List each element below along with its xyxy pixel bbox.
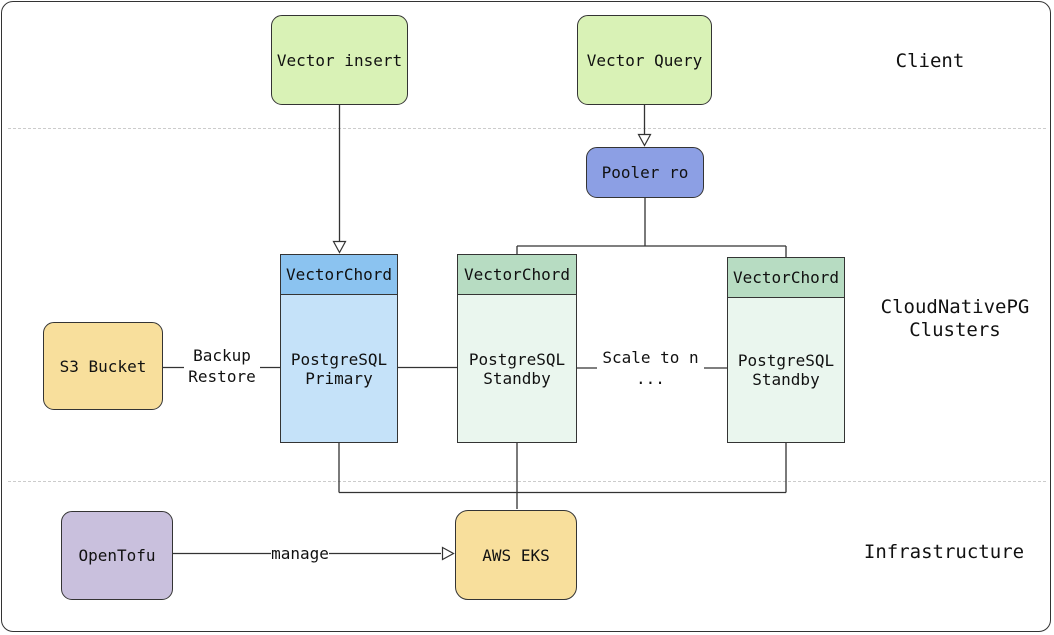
node-postgresql-standby-1: VectorChord PostgreSQL Standby: [457, 254, 577, 443]
node-primary-body: PostgreSQL Primary: [281, 295, 397, 442]
node-vector-query-label: Vector Query: [586, 50, 703, 70]
section-label-client: Client: [895, 50, 965, 72]
node-s3-bucket-label: S3 Bucket: [59, 356, 147, 376]
arrowhead-icon-into-eks: [441, 546, 455, 561]
edge-label-manage: manage: [271, 543, 329, 564]
section-label-cloudnativepg-clusters: CloudNativePG Clusters: [880, 296, 1030, 341]
node-vector-query: Vector Query: [577, 15, 712, 105]
section-label-infrastructure: Infrastructure: [863, 541, 1025, 563]
node-pooler-ro: Pooler ro: [586, 147, 704, 198]
node-vector-insert-label: Vector insert: [276, 50, 403, 70]
node-postgresql-primary: VectorChord PostgreSQL Primary: [280, 254, 398, 443]
node-vector-insert: Vector insert: [271, 15, 408, 105]
edge-pooler-to-standbys: [516, 198, 787, 257]
node-opentofu: OpenTofu: [61, 511, 173, 600]
edge-label-scale-to-n: Scale to n ...: [597, 346, 704, 390]
node-postgresql-standby-2: VectorChord PostgreSQL Standby: [727, 257, 845, 443]
node-aws-eks: AWS EKS: [455, 510, 577, 600]
node-standby2-header: VectorChord: [728, 258, 844, 298]
node-standby2-body: PostgreSQL Standby: [728, 298, 844, 442]
node-aws-eks-label: AWS EKS: [482, 545, 550, 565]
edge-label-backup-restore: Backup Restore: [184, 344, 260, 388]
node-opentofu-label: OpenTofu: [78, 546, 156, 565]
node-primary-header: VectorChord: [281, 255, 397, 295]
node-s3-bucket: S3 Bucket: [43, 322, 163, 410]
node-pooler-ro-label: Pooler ro: [601, 163, 689, 182]
arrowhead-icon-into-pooler: [637, 133, 652, 147]
node-standby1-header: VectorChord: [458, 255, 576, 295]
arrowhead-icon-into-primary: [332, 240, 347, 254]
node-standby1-body: PostgreSQL Standby: [458, 295, 576, 442]
edge-clusters-to-eks: [338, 443, 787, 509]
